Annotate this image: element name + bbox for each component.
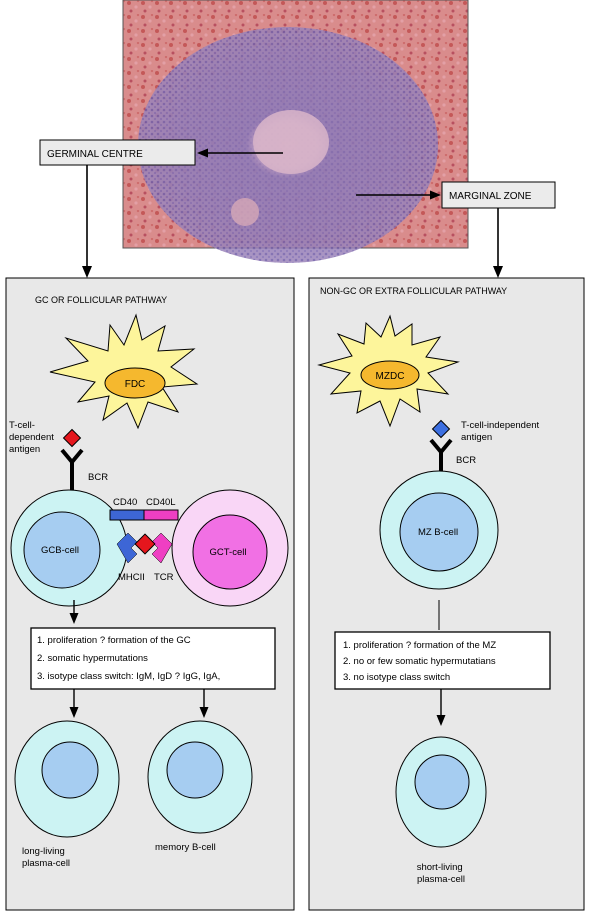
- presented-antigen: [134, 533, 156, 555]
- svg-text:GCT-cell: GCT-cell: [210, 547, 247, 558]
- germinal-centre-label: GERMINAL CENTRE: [39, 139, 196, 166]
- tissue-micrograph: [122, 0, 469, 263]
- marginal-zone-label: MARGINAL ZONE: [441, 181, 556, 209]
- cd40l-label: CD40L: [146, 497, 176, 508]
- gc-pathway-title: GC OR FOLLICULAR PATHWAY: [35, 295, 167, 305]
- fdc-nucleus: [104, 367, 166, 399]
- mhcii-molecule: [116, 532, 138, 564]
- mz-step: 3. no isotype class switch: [343, 672, 450, 683]
- mz-steps-box: 1. proliferation ? formation of the MZ 2…: [334, 631, 551, 690]
- short-living-plasma-cell-label: short-living plasma-cell: [417, 862, 466, 885]
- gc-steps-arrow: [69, 600, 79, 624]
- extra-follicular-title: NON-GC OR EXTRA FOLLICULAR PATHWAY: [320, 286, 507, 296]
- memory-b-cell: [147, 720, 253, 834]
- svg-text:GERMINAL CENTRE: GERMINAL CENTRE: [47, 149, 143, 160]
- bcr-receptor: [60, 448, 84, 490]
- cd40l-bar: [143, 509, 179, 521]
- svg-text:MARGINAL ZONE: MARGINAL ZONE: [449, 191, 532, 202]
- left-pathway-arrow: [82, 165, 92, 278]
- mz-b-cell: MZ B-cell: [379, 470, 499, 590]
- mzdc-cell: MZDC: [317, 314, 460, 428]
- memory-b-cell-label: memory B-cell: [155, 842, 216, 853]
- svg-text:MZ B-cell: MZ B-cell: [418, 527, 458, 538]
- long-living-plasma-cell: [14, 720, 120, 838]
- long-living-plasma-cell-label: long-living plasma-cell: [22, 846, 70, 869]
- t-independent-antigen: [431, 419, 451, 439]
- fdc-cell: FDC: [49, 313, 199, 430]
- gc-step: 1. proliferation ? formation of the GC: [37, 635, 191, 646]
- cd40-bar: [109, 509, 145, 521]
- mz-step: 2. no or few somatic hypermutatians: [343, 656, 496, 667]
- mzdc-nucleus: [360, 360, 420, 390]
- bcr-label-left: BCR: [88, 472, 108, 483]
- marginal-zone-arrow: [356, 190, 441, 200]
- memory-cell-arrow: [199, 689, 209, 718]
- short-plasma-cell-arrow: [436, 689, 446, 726]
- plasma-cell-arrow: [69, 689, 79, 718]
- gc-step: 2. somatic hypermutations: [37, 653, 148, 664]
- cd40-label: CD40: [113, 497, 137, 508]
- svg-text:GCB-cell: GCB-cell: [41, 545, 79, 556]
- gcb-cell: GCB-cell: [10, 489, 128, 607]
- t-dependent-antigen: [62, 428, 82, 448]
- right-pathway-arrow: [493, 208, 503, 278]
- germinal-centre-arrow: [197, 148, 283, 158]
- gc-pathway-panel: GC OR FOLLICULAR PATHWAY FDC T-cell- dep…: [5, 277, 295, 911]
- tcr-label: TCR: [154, 572, 174, 583]
- bcr-label-right: BCR: [456, 455, 476, 466]
- t-independent-antigen-label: T-cell-independent antigen: [461, 420, 542, 443]
- gct-cell: GCT-cell: [171, 489, 289, 607]
- mz-step: 1. proliferation ? formation of the MZ: [343, 640, 496, 651]
- t-dependent-antigen-label: T-cell- dependent antigen: [9, 420, 57, 455]
- mhcii-label: MHCII: [118, 572, 145, 583]
- tcr-molecule: [151, 532, 173, 564]
- short-living-plasma-cell: [395, 736, 487, 848]
- extra-follicular-panel: NON-GC OR EXTRA FOLLICULAR PATHWAY MZDC …: [308, 277, 585, 911]
- gc-steps-box: 1. proliferation ? formation of the GC 2…: [30, 627, 276, 690]
- gc-step: 3. isotype class switch: IgM, IgD ? IgG,…: [37, 671, 220, 682]
- svg-text:FDC: FDC: [125, 379, 146, 390]
- svg-text:MZDC: MZDC: [376, 371, 405, 382]
